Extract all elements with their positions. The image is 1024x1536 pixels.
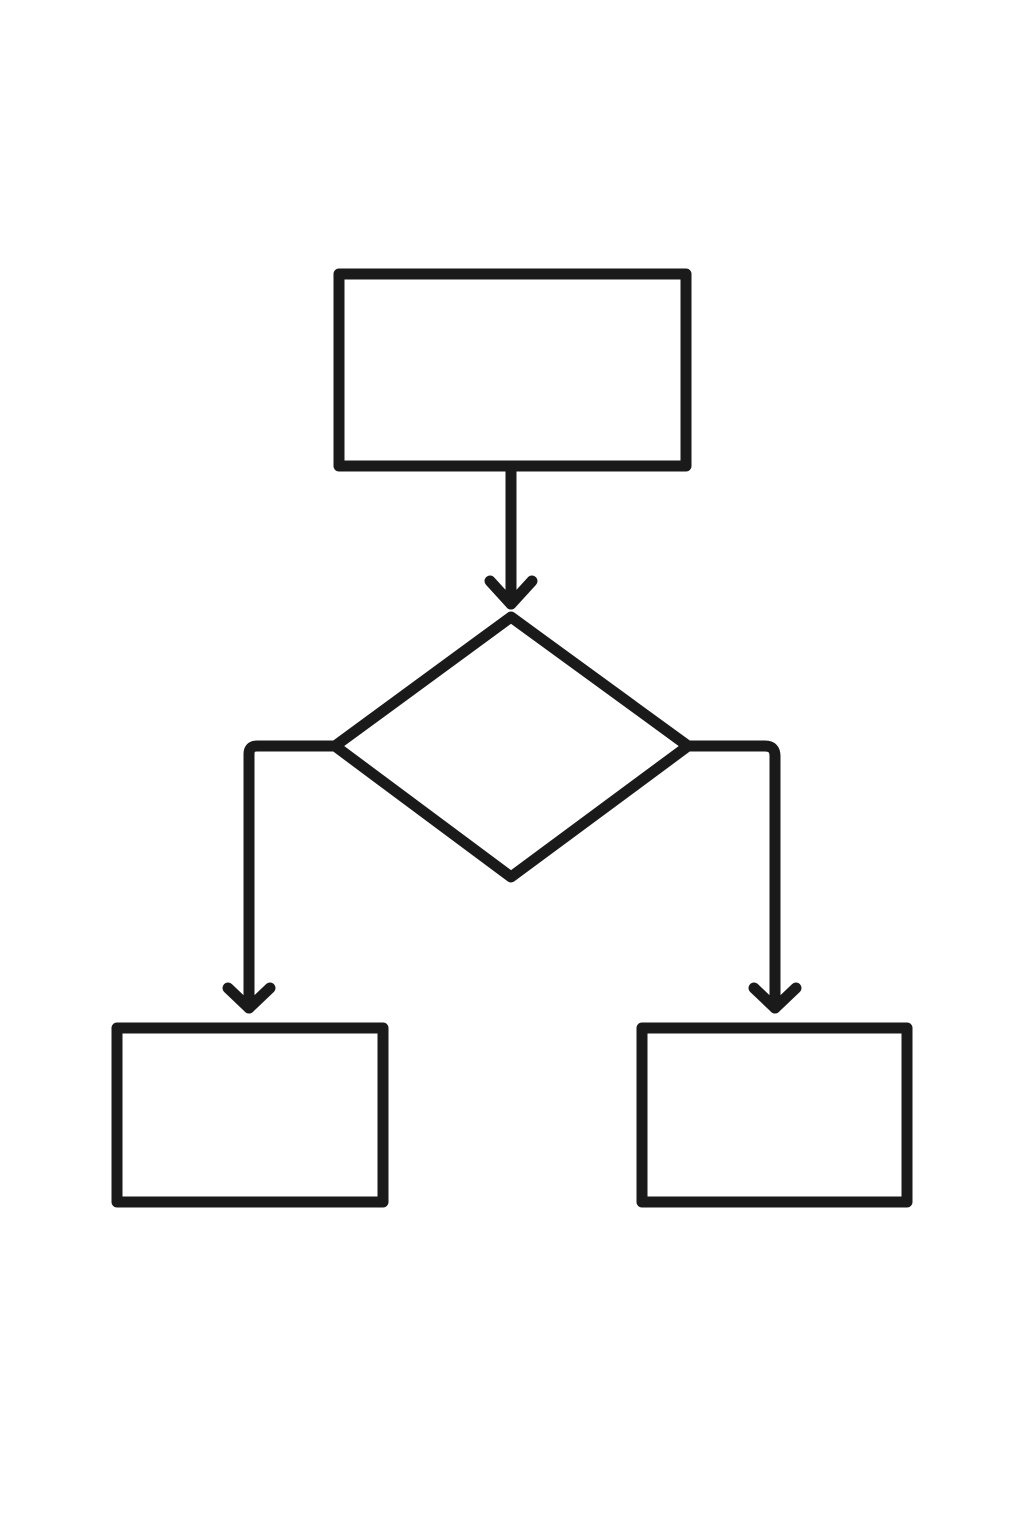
connector-top-to-decision	[484, 460, 538, 610]
arrowhead-icon	[748, 982, 802, 1014]
connector-decision-to-left	[222, 740, 341, 1014]
connector-line	[682, 740, 781, 1014]
arrowhead-icon	[222, 982, 276, 1014]
left-process-box	[111, 1022, 389, 1208]
right-process-node	[636, 1022, 913, 1208]
top-process-box	[333, 268, 692, 472]
decision-diamond	[329, 611, 694, 883]
connector-line	[243, 740, 341, 1014]
decision-node	[329, 611, 694, 883]
arrowhead-icon	[484, 575, 538, 610]
top-process-node	[333, 268, 692, 472]
connector-decision-to-right	[682, 740, 802, 1014]
right-process-box	[636, 1022, 913, 1208]
left-process-node	[111, 1022, 389, 1208]
